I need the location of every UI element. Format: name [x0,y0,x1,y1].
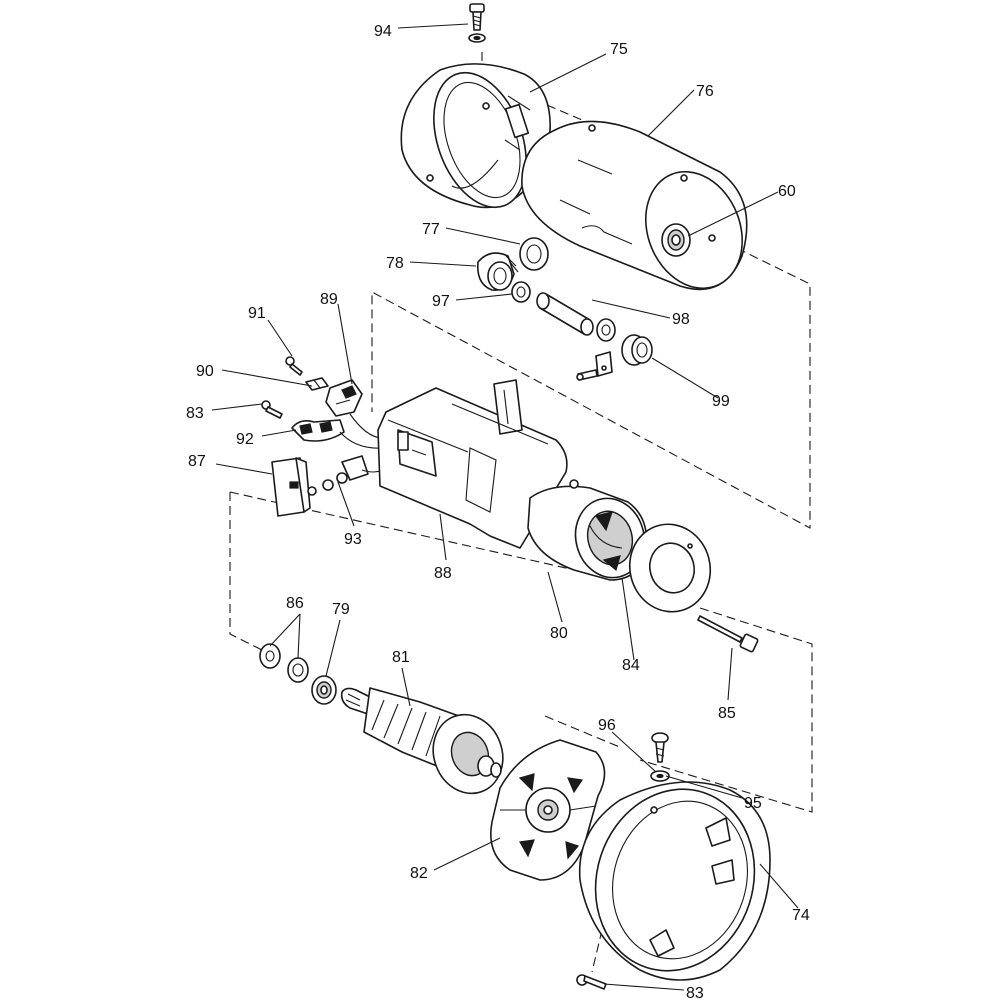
callout-82: 82 [410,865,428,882]
callout-87: 87 [188,453,206,470]
part-89-brush-holder [325,379,363,417]
part-79-bearing [311,675,337,705]
part-74-rear-cover [578,781,771,981]
part-80-field-coil [527,479,648,581]
callout-92: 92 [236,431,254,448]
callout-98: 98 [672,311,690,328]
part-75-end-cover [400,63,551,209]
callout-75: 75 [610,41,628,58]
callout-95: 95 [744,795,762,812]
callout-85: 85 [718,705,736,722]
part-94-screw [468,3,486,43]
callout-89: 89 [320,291,338,308]
part-91-screw [285,356,303,376]
part-81-armature [340,687,504,795]
callout-90: 90 [196,363,214,380]
part-98-tube [536,292,616,342]
part-83-screw-lower [576,974,607,990]
part-85-bolt [697,615,759,653]
callout-80: 80 [550,625,568,642]
part-84-baffle [628,523,712,613]
part-97-ring [511,281,531,303]
callout-84: 84 [622,657,640,674]
callout-83-upper: 83 [186,405,204,422]
callout-91: 91 [248,305,266,322]
callout-78: 78 [386,255,404,272]
callout-83-lower: 83 [686,985,704,1000]
part-86-washer-a [259,643,281,669]
callout-77: 77 [422,221,440,238]
part-83-screw-upper [261,400,283,419]
part-90-clip [305,377,329,391]
callout-94: 94 [374,23,392,40]
callout-79: 79 [332,601,350,618]
part-76-motor-housing [521,120,748,291]
callout-96: 96 [598,717,616,734]
part-60-bearing [661,223,691,257]
callout-93: 93 [344,531,362,548]
part-95-washer [650,770,670,782]
callout-88: 88 [434,565,452,582]
callout-99: 99 [712,393,730,410]
part-86-washer-b [287,657,309,683]
callout-60: 60 [778,183,796,200]
callout-76: 76 [696,83,714,100]
part-96-screw [651,732,669,763]
callout-86: 86 [286,595,304,612]
part-82-fan [490,739,606,881]
callout-81: 81 [392,649,410,666]
part-87-switch-cover [271,457,311,517]
callout-labels: 94 75 76 60 77 78 97 98 99 91 89 90 83 9… [186,23,810,1000]
part-92-brush-spring [291,419,345,442]
callout-97: 97 [432,293,450,310]
part-99-fitting [576,334,653,381]
callout-74: 74 [792,907,810,924]
part-78-elbow-fitting [476,252,519,291]
part-93-terminal [307,455,393,496]
leader-lines [211,23,799,991]
part-77-ring [519,237,549,271]
part-88-field-housing [377,379,568,549]
